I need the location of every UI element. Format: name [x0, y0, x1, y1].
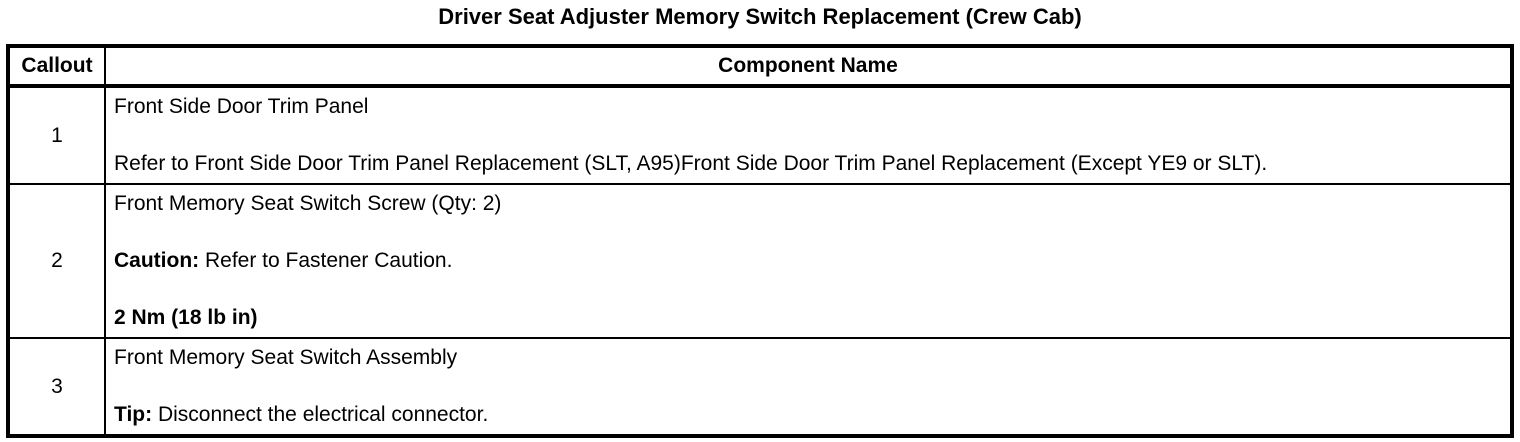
callout-cell: 2: [7, 183, 106, 339]
callout-cell: 1: [7, 85, 106, 185]
bold-label: 2 Nm (18 lb in): [114, 306, 258, 329]
callout-column-header: Callout: [7, 45, 106, 88]
component-paragraph: Front Memory Seat Switch Screw (Qty: 2): [114, 192, 502, 215]
component-name-column-header: Component Name: [104, 45, 1513, 88]
page-title: Driver Seat Adjuster Memory Switch Repla…: [438, 4, 1082, 29]
component-paragraph: Front Side Door Trim Panel: [114, 95, 369, 118]
callout-cell: 3: [7, 337, 106, 437]
component-paragraph: Front Memory Seat Switch Assembly: [114, 346, 458, 369]
bold-label: Tip:: [114, 403, 153, 426]
header-row: Callout Component Name: [7, 45, 1513, 88]
component-cell: Front Memory Seat Switch Screw (Qty: 2) C…: [104, 183, 1513, 339]
bold-label: Caution:: [114, 249, 200, 272]
table-header: Callout Component Name: [7, 45, 1513, 88]
component-paragraph: Caution: Refer to Fastener Caution.: [114, 249, 453, 272]
component-paragraph: 2 Nm (18 lb in): [114, 305, 1502, 331]
component-paragraph: Refer to Front Side Door Trim Panel Repl…: [114, 152, 1268, 175]
component-paragraph: Tip: Disconnect the electrical connector…: [114, 403, 489, 426]
